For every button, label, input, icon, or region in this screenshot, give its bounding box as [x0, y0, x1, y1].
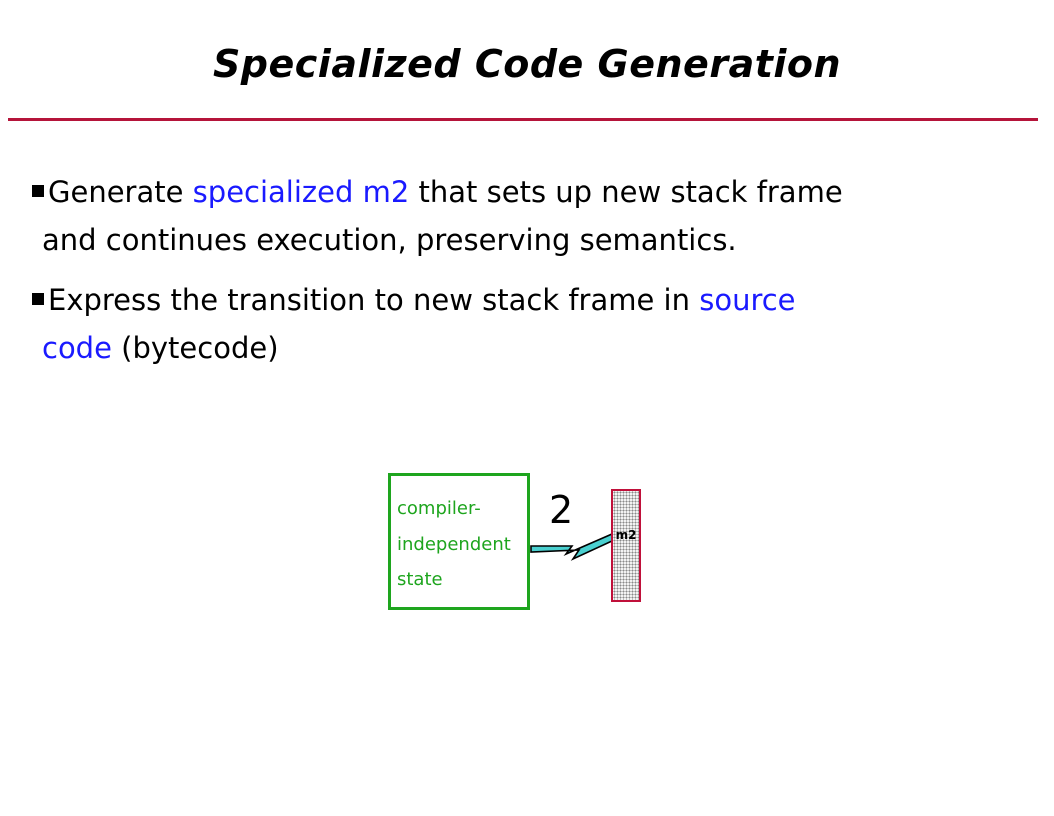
bullet-2-line-1: Express the transition to new stack fram… [32, 276, 1032, 324]
bullet-1-line-1: Generate specialized m2 that sets up new… [32, 168, 1032, 216]
bullet-1-line-2: and continues execution, preserving sema… [42, 223, 737, 257]
state-label-line-3: state [397, 569, 443, 590]
bullet-2-highlight: source [699, 283, 796, 317]
title-divider [8, 118, 1038, 121]
state-label-line-2: independent [397, 534, 511, 555]
bullet-item-2: Express the transition to new stack fram… [32, 276, 1032, 372]
bullet-list: Generate specialized m2 that sets up new… [32, 168, 1032, 384]
bullet-1-highlight: specialized m2 [192, 175, 410, 209]
m2-frame-label: m2 [615, 528, 637, 542]
bullet-item-1: Generate specialized m2 that sets up new… [32, 168, 1032, 264]
bullet-1-text-c: that sets up new stack frame [409, 175, 843, 209]
bullet-2-text-a: Express the transition to new stack fram… [48, 283, 700, 317]
m2-stack-frame: m2 [611, 489, 641, 602]
bullet-2-line-2: code (bytecode) [32, 324, 1032, 372]
step-number: 2 [549, 488, 574, 532]
bullet-2-text-b: (bytecode) [111, 331, 279, 365]
bullet-1-text-a: Generate [48, 175, 193, 209]
state-label-line-1: compiler- [397, 498, 481, 519]
slide-title: Specialized Code Generation [212, 42, 842, 86]
bullet-2-highlight-2: code [42, 331, 112, 365]
square-bullet-icon [32, 185, 44, 197]
square-bullet-icon [32, 293, 44, 305]
compiler-independent-state-box: compiler- independent state [388, 473, 530, 610]
